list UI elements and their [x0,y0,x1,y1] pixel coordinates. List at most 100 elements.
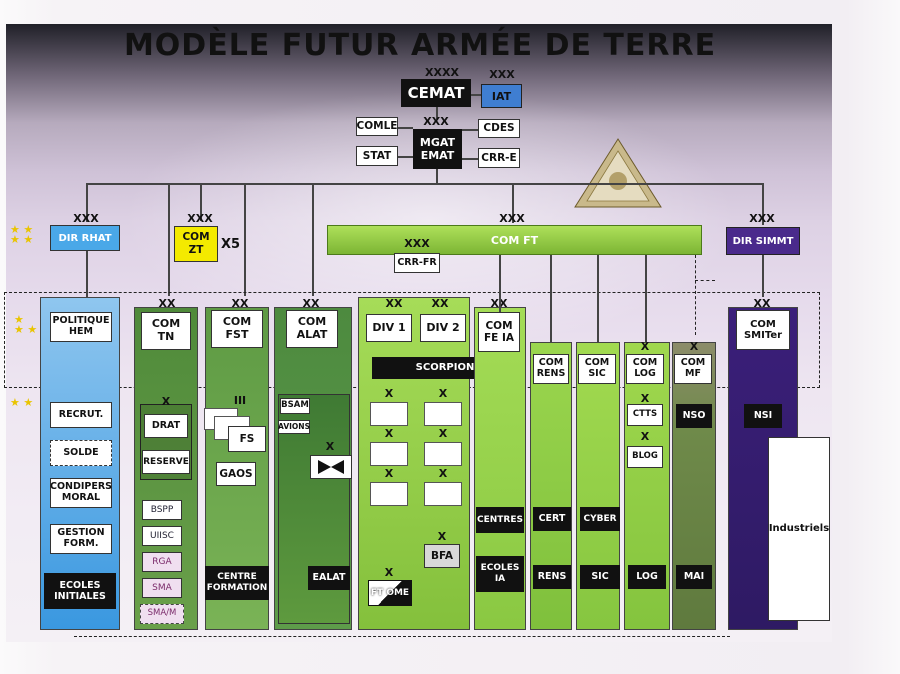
log-level: X [640,340,650,353]
comle-box: COMLE [356,117,398,136]
ftome-level: X [384,566,394,579]
reserve-box: RESERVE [142,450,190,474]
bsam-box: BSAM [280,398,310,414]
com-mf-box: COM MF [674,354,712,384]
bfa-level: X [437,530,447,543]
blog-box: BLOG [627,446,663,468]
tn-x-level: X [161,395,171,408]
smiter-link [762,255,764,297]
crre-box: CRR-E [478,148,520,168]
ecoles-ia-box: ECOLES IA [476,556,524,592]
mf-dashed-link [695,255,696,335]
blog-level: X [640,430,650,443]
comle-link [398,127,413,129]
dir-simmt-box: DIR SIMMT [726,227,800,255]
div1-x3: X [384,467,394,480]
mf-level: X [689,340,699,353]
rens-link [550,255,552,342]
bspp-box: BSPP [142,500,182,520]
mgat-bus-link [436,169,438,183]
com-feia-box: COM FE IA [478,312,520,352]
star-icon: ★ ★ [10,396,34,409]
centre-formation-box: CENTRE FORMATION [205,566,269,600]
sma-m-box: SMA/M [140,604,184,624]
sic-box: SIC [580,565,620,589]
ctts-box: CTTS [627,404,663,426]
div1-brigade-3 [370,482,408,506]
crr-fr-box: CRR-FR [394,253,440,273]
comft-drop [512,183,514,223]
div1-x2: X [384,427,394,440]
avions-box: AVIONS [278,420,310,434]
iat-box: IAT [481,84,522,108]
triangle-emblem-icon [574,138,662,208]
comft-level: XXX [499,212,525,225]
div1-brigade-1 [370,402,408,426]
stat-box: STAT [356,146,398,166]
stat-link [398,156,413,158]
cdes-box: CDES [478,119,520,138]
bowtie-icon [310,455,352,479]
alat-level: XX [302,297,320,310]
condipers-box: CONDIPERS MORAL [50,478,112,508]
nsi-box: NSI [744,404,782,428]
crre-link [462,158,478,160]
div1-level: XX [385,297,403,310]
tn-drop [168,183,170,296]
fst-level: XX [231,297,249,310]
rhat-col-link [86,251,88,297]
rhat-level: XXX [73,212,99,225]
simmt-level: XXX [749,212,775,225]
gaos-box: GAOS [216,462,256,486]
fst-iii-level: III [233,394,247,407]
alat-drop [312,183,314,296]
com-smiter-box: COM SMITer [736,310,790,350]
mgat-box: MGAT EMAT [413,129,462,169]
feia-link [499,255,501,312]
cdes-link [462,129,478,131]
smiter-level: XX [753,297,771,310]
log-link [645,255,647,342]
iat-level: XXX [489,68,515,81]
dir-rhat-box: DIR RHAT [50,225,120,251]
cemat-mgat-link [436,107,438,119]
com-zt-multiplier: X5 [221,237,241,252]
zt-drop [200,183,202,221]
rhat-drop [86,183,88,222]
cemat-iat-link [471,94,481,96]
ftome-label: FT OME [370,588,410,598]
com-rens-box: COM RENS [533,354,569,384]
uiisc-box: UIISC [142,526,182,546]
simmt-drop [762,183,764,225]
div1-box: DIV 1 [366,314,412,342]
page-title: MODÈLE FUTUR ARMÉE DE TERRE [123,28,717,63]
div2-brigade-1 [424,402,462,426]
centres-box: CENTRES [476,507,524,533]
industriels-box: Industriels [768,437,830,621]
zt-level: XXX [187,212,213,225]
com-sic-box: COM SIC [578,354,616,384]
div2-level: XX [431,297,449,310]
tn-level: XX [158,297,176,310]
star-icon: ★ ★★ ★ [10,223,34,246]
ealat-box: EALAT [308,566,350,590]
com-alat-box: COM ALAT [286,310,338,348]
recrut-box: RECRUT. [50,402,112,428]
log-box: LOG [628,565,666,589]
solde-box: SOLDE [50,440,112,466]
politique-hem-box: POLITIQUE HEM [50,312,112,342]
div1-x1: X [384,387,394,400]
rens-box: RENS [533,565,571,589]
rga-box: RGA [142,552,182,572]
com-log-box: COM LOG [626,354,664,384]
main-bus [86,183,762,185]
alat-x-level: X [325,440,335,453]
bottom-dashed-connector [74,636,730,637]
div2-box: DIV 2 [420,314,466,342]
ctts-level: X [640,392,650,405]
bfa-box: BFA [424,544,460,568]
mgat-level: XXX [423,115,449,128]
fs-box: FS [228,426,266,452]
ecoles-initiales-box: ECOLES INITIALES [44,573,116,609]
